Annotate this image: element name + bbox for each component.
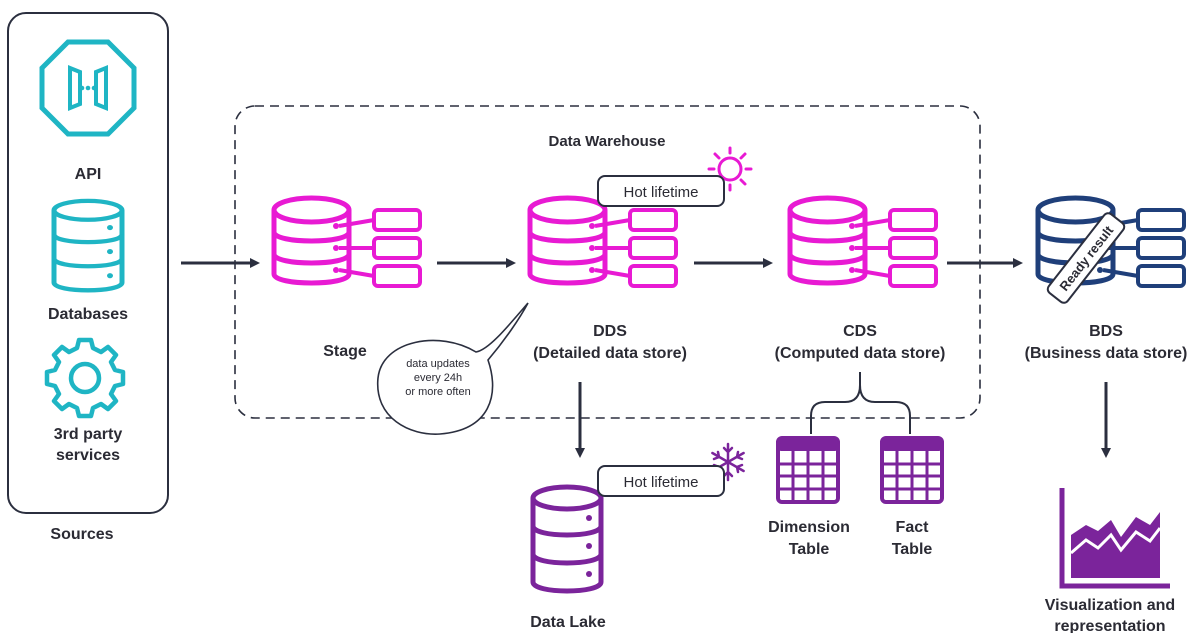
- hot-lifetime-tag-2: [597, 465, 725, 497]
- cds-database-icon: [790, 198, 936, 286]
- fact-table-label-line1: Fact: [896, 519, 930, 536]
- fact-table-label-line2: Table: [892, 541, 933, 558]
- bubble-line3: or more often: [405, 386, 470, 398]
- dimension-table-label-line2: Table: [789, 541, 830, 558]
- hot-lifetime-tag-2-text: Hot lifetime: [623, 474, 698, 491]
- visualization-label-line1: Visualization and: [1045, 597, 1175, 614]
- cds-tables-brace: [810, 372, 911, 434]
- update-frequency-bubble: data updates every 24h or more often: [377, 302, 529, 435]
- dds-label-line1: DDS: [593, 323, 627, 340]
- hot-lifetime-tag-1: [597, 175, 725, 207]
- databases-icon: [54, 201, 122, 290]
- stage-label: Stage: [323, 343, 367, 360]
- gear-icon: [44, 337, 126, 419]
- visualization-label-line2: representation: [1054, 618, 1165, 633]
- cds-label-line1: CDS: [843, 323, 877, 340]
- data-lake-database-icon: [533, 487, 601, 591]
- api-label: API: [75, 166, 102, 183]
- api-icon: [39, 39, 137, 137]
- hot-lifetime-tag-1-text: Hot lifetime: [623, 184, 698, 201]
- databases-label: Databases: [48, 306, 128, 323]
- bds-label-line1: BDS: [1089, 323, 1123, 340]
- bubble-line2: every 24h: [414, 372, 462, 384]
- fact-table-icon: [880, 436, 944, 504]
- data-lake-label: Data Lake: [530, 614, 606, 631]
- sources-panel: [7, 12, 169, 514]
- bubble-line1: data updates: [406, 358, 470, 370]
- sources-title: Sources: [50, 526, 113, 543]
- dds-label-line2: (Detailed data store): [533, 345, 687, 362]
- bds-label-line2: (Business data store): [1025, 345, 1188, 362]
- area-chart-icon: [1059, 488, 1170, 589]
- third-party-label-line2: services: [56, 447, 120, 464]
- dimension-table-icon: [776, 436, 840, 504]
- data-warehouse-title: Data Warehouse: [549, 133, 666, 150]
- dimension-table-label-line1: Dimension: [768, 519, 850, 536]
- stage-database-icon: [274, 198, 420, 286]
- third-party-label-line1: 3rd party: [54, 426, 123, 443]
- dds-database-icon: [530, 198, 676, 286]
- cds-label-line2: (Computed data store): [775, 345, 946, 362]
